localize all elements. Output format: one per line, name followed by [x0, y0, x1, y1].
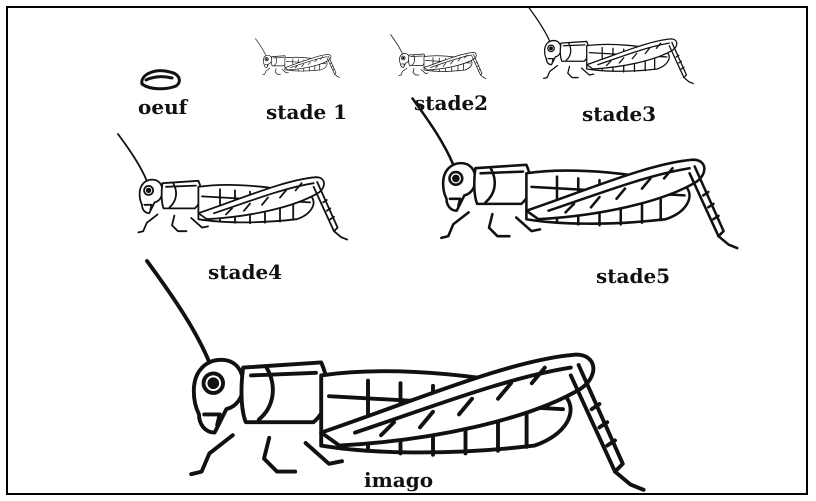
stage4-label: stade4	[208, 262, 282, 282]
stage1-nymph-drawing	[255, 39, 339, 78]
egg-drawing	[142, 71, 180, 89]
stage1-label: stade 1	[266, 102, 347, 122]
stage5-label: stade5	[596, 266, 670, 286]
adult-label: imago	[364, 470, 433, 490]
stage2-nymph-drawing	[391, 35, 487, 79]
stage5-nymph-drawing	[413, 99, 738, 249]
stage2-label: stade2	[414, 93, 488, 113]
adult-grasshopper-drawing	[147, 261, 644, 490]
egg-label: oeuf	[138, 97, 187, 117]
stage4-nymph-drawing	[118, 134, 347, 240]
stage3-label: stade3	[582, 104, 656, 124]
stage3-nymph-drawing	[529, 8, 693, 84]
